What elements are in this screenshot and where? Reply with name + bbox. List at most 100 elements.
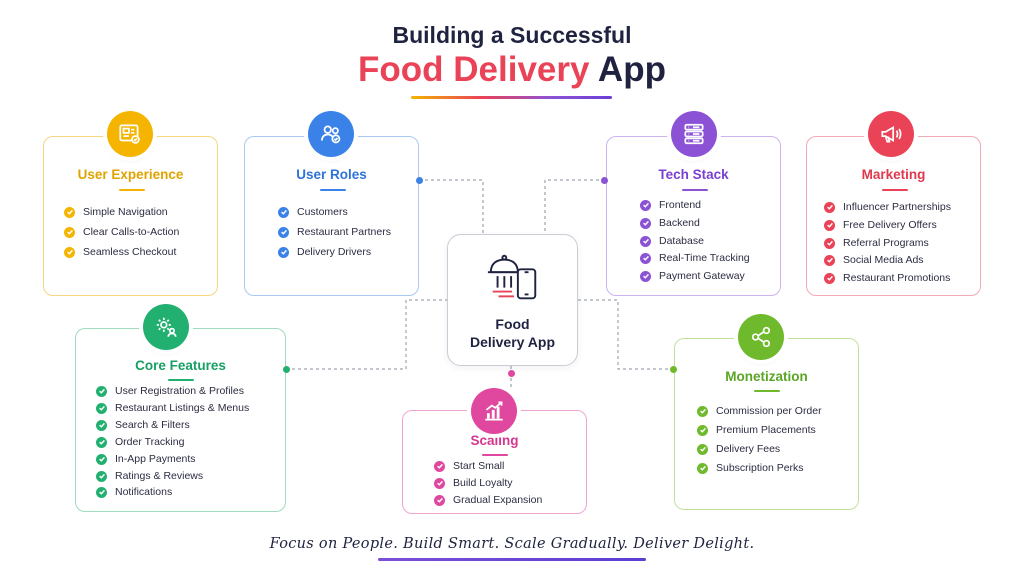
check-icon — [640, 252, 651, 264]
list-item-label: Notifications — [115, 486, 173, 498]
list-item: Free Delivery Offers — [824, 219, 937, 231]
check-icon — [697, 424, 708, 436]
list-item-label: Frontend — [659, 199, 702, 211]
card-user-roles: User Roles Customers Restaurant Partners… — [244, 136, 419, 296]
center-hub-label: Food Delivery App — [448, 315, 577, 351]
list-item-label: Influencer Partnerships — [843, 201, 951, 213]
card-title-rule — [482, 454, 508, 456]
gear-user-icon — [143, 304, 189, 350]
list-item: Simple Navigation — [64, 206, 168, 218]
list-item-label: Gradual Expansion — [453, 494, 543, 506]
list-item-label: Payment Gateway — [659, 270, 745, 282]
megaphone-icon — [868, 111, 914, 157]
check-icon — [640, 270, 651, 282]
list-item: Delivery Fees — [697, 443, 780, 455]
card-monetization: Monetization Commission per Order Premiu… — [674, 338, 859, 510]
layout-icon — [107, 111, 153, 157]
list-item: Frontend — [640, 199, 701, 211]
check-icon — [278, 226, 289, 238]
connector-dot — [416, 177, 423, 184]
center-label-line1: Food — [495, 316, 530, 332]
check-icon — [278, 206, 289, 218]
list-item-label: Start Small — [453, 460, 505, 472]
list-item: Ratings & Reviews — [96, 470, 203, 482]
list-item-label: Restaurant Promotions — [843, 272, 951, 284]
check-icon — [64, 246, 75, 258]
check-icon — [64, 226, 75, 238]
check-icon — [640, 217, 651, 229]
list-item: Notifications — [96, 486, 172, 498]
list-item-label: Restaurant Listings & Menus — [115, 402, 250, 414]
list-item-label: Search & Filters — [115, 419, 190, 431]
check-icon — [434, 494, 445, 506]
connector-dot — [670, 366, 677, 373]
card-title: Marketing — [861, 167, 926, 182]
list-item: Payment Gateway — [640, 270, 745, 282]
check-icon — [824, 254, 835, 266]
card-title: Monetization — [725, 369, 808, 384]
check-icon — [824, 219, 835, 231]
card-title-rule — [168, 379, 194, 381]
list-item-label: Database — [659, 235, 704, 247]
list-item: Restaurant Promotions — [824, 272, 950, 284]
card-title-rule — [320, 189, 346, 191]
check-icon — [640, 235, 651, 247]
list-item-label: Delivery Fees — [716, 443, 781, 455]
list-item: Database — [640, 235, 704, 247]
list-item: Start Small — [434, 460, 504, 472]
list-item: Restaurant Partners — [278, 226, 391, 238]
footer-tagline: Focus on People. Build Smart. Scale Grad… — [269, 536, 755, 552]
list-item-label: In-App Payments — [115, 453, 196, 465]
card-title: User Experience — [77, 167, 184, 182]
growth-chart-icon — [471, 388, 517, 434]
list-item: Search & Filters — [96, 419, 190, 431]
list-item-label: Free Delivery Offers — [843, 219, 937, 231]
list-item-label: Subscription Perks — [716, 462, 804, 474]
check-icon — [697, 443, 708, 455]
card-title-rule — [754, 390, 780, 392]
connector-dot — [508, 370, 515, 377]
card-title-rule — [119, 189, 145, 191]
list-item-label: Ratings & Reviews — [115, 470, 204, 482]
food-delivery-icon — [487, 254, 537, 300]
list-item: Social Media Ads — [824, 254, 924, 266]
card-title: Scaling — [470, 433, 519, 448]
users-icon — [308, 111, 354, 157]
title-underline — [411, 96, 612, 99]
check-icon — [434, 477, 445, 489]
check-icon — [824, 237, 835, 249]
list-item-label: User Registration & Profiles — [115, 385, 244, 397]
list-item: Referral Programs — [824, 237, 929, 249]
list-item-label: Commission per Order — [716, 405, 822, 417]
list-item-label: Real-Time Tracking — [659, 252, 750, 264]
check-icon — [697, 405, 708, 417]
card-user-experience: User Experience Simple Navigation Clear … — [43, 136, 218, 296]
list-item-label: Backend — [659, 217, 700, 229]
list-item: In-App Payments — [96, 453, 196, 465]
check-icon — [64, 206, 75, 218]
connector-dot — [283, 366, 290, 373]
list-item-label: Premium Placements — [716, 424, 816, 436]
list-item-label: Build Loyalty — [453, 477, 513, 489]
card-core-features: Core Features User Registration & Profil… — [75, 328, 286, 512]
list-item-label: Order Tracking — [115, 436, 185, 448]
list-item: Backend — [640, 217, 700, 229]
list-item: Real-Time Tracking — [640, 252, 750, 264]
check-icon — [96, 419, 107, 431]
list-item: Commission per Order — [697, 405, 822, 417]
check-icon — [96, 385, 107, 397]
list-item-label: Clear Calls-to-Action — [83, 226, 180, 238]
list-item: Seamless Checkout — [64, 246, 176, 258]
list-item: Customers — [278, 206, 348, 218]
page-title-line2: Food Delivery App — [0, 50, 1024, 90]
page-title-line1: Building a Successful — [392, 22, 632, 48]
center-label-line2: Delivery App — [469, 334, 556, 350]
list-item: Restaurant Listings & Menus — [96, 402, 249, 414]
check-icon — [96, 402, 107, 414]
list-item-label: Customers — [297, 206, 348, 218]
card-title: Tech Stack — [658, 167, 729, 182]
card-tech-stack: Tech Stack Frontend Backend Database Rea… — [606, 136, 781, 296]
list-item: User Registration & Profiles — [96, 385, 244, 397]
list-item-label: Referral Programs — [843, 237, 929, 249]
card-title-rule — [682, 189, 708, 191]
